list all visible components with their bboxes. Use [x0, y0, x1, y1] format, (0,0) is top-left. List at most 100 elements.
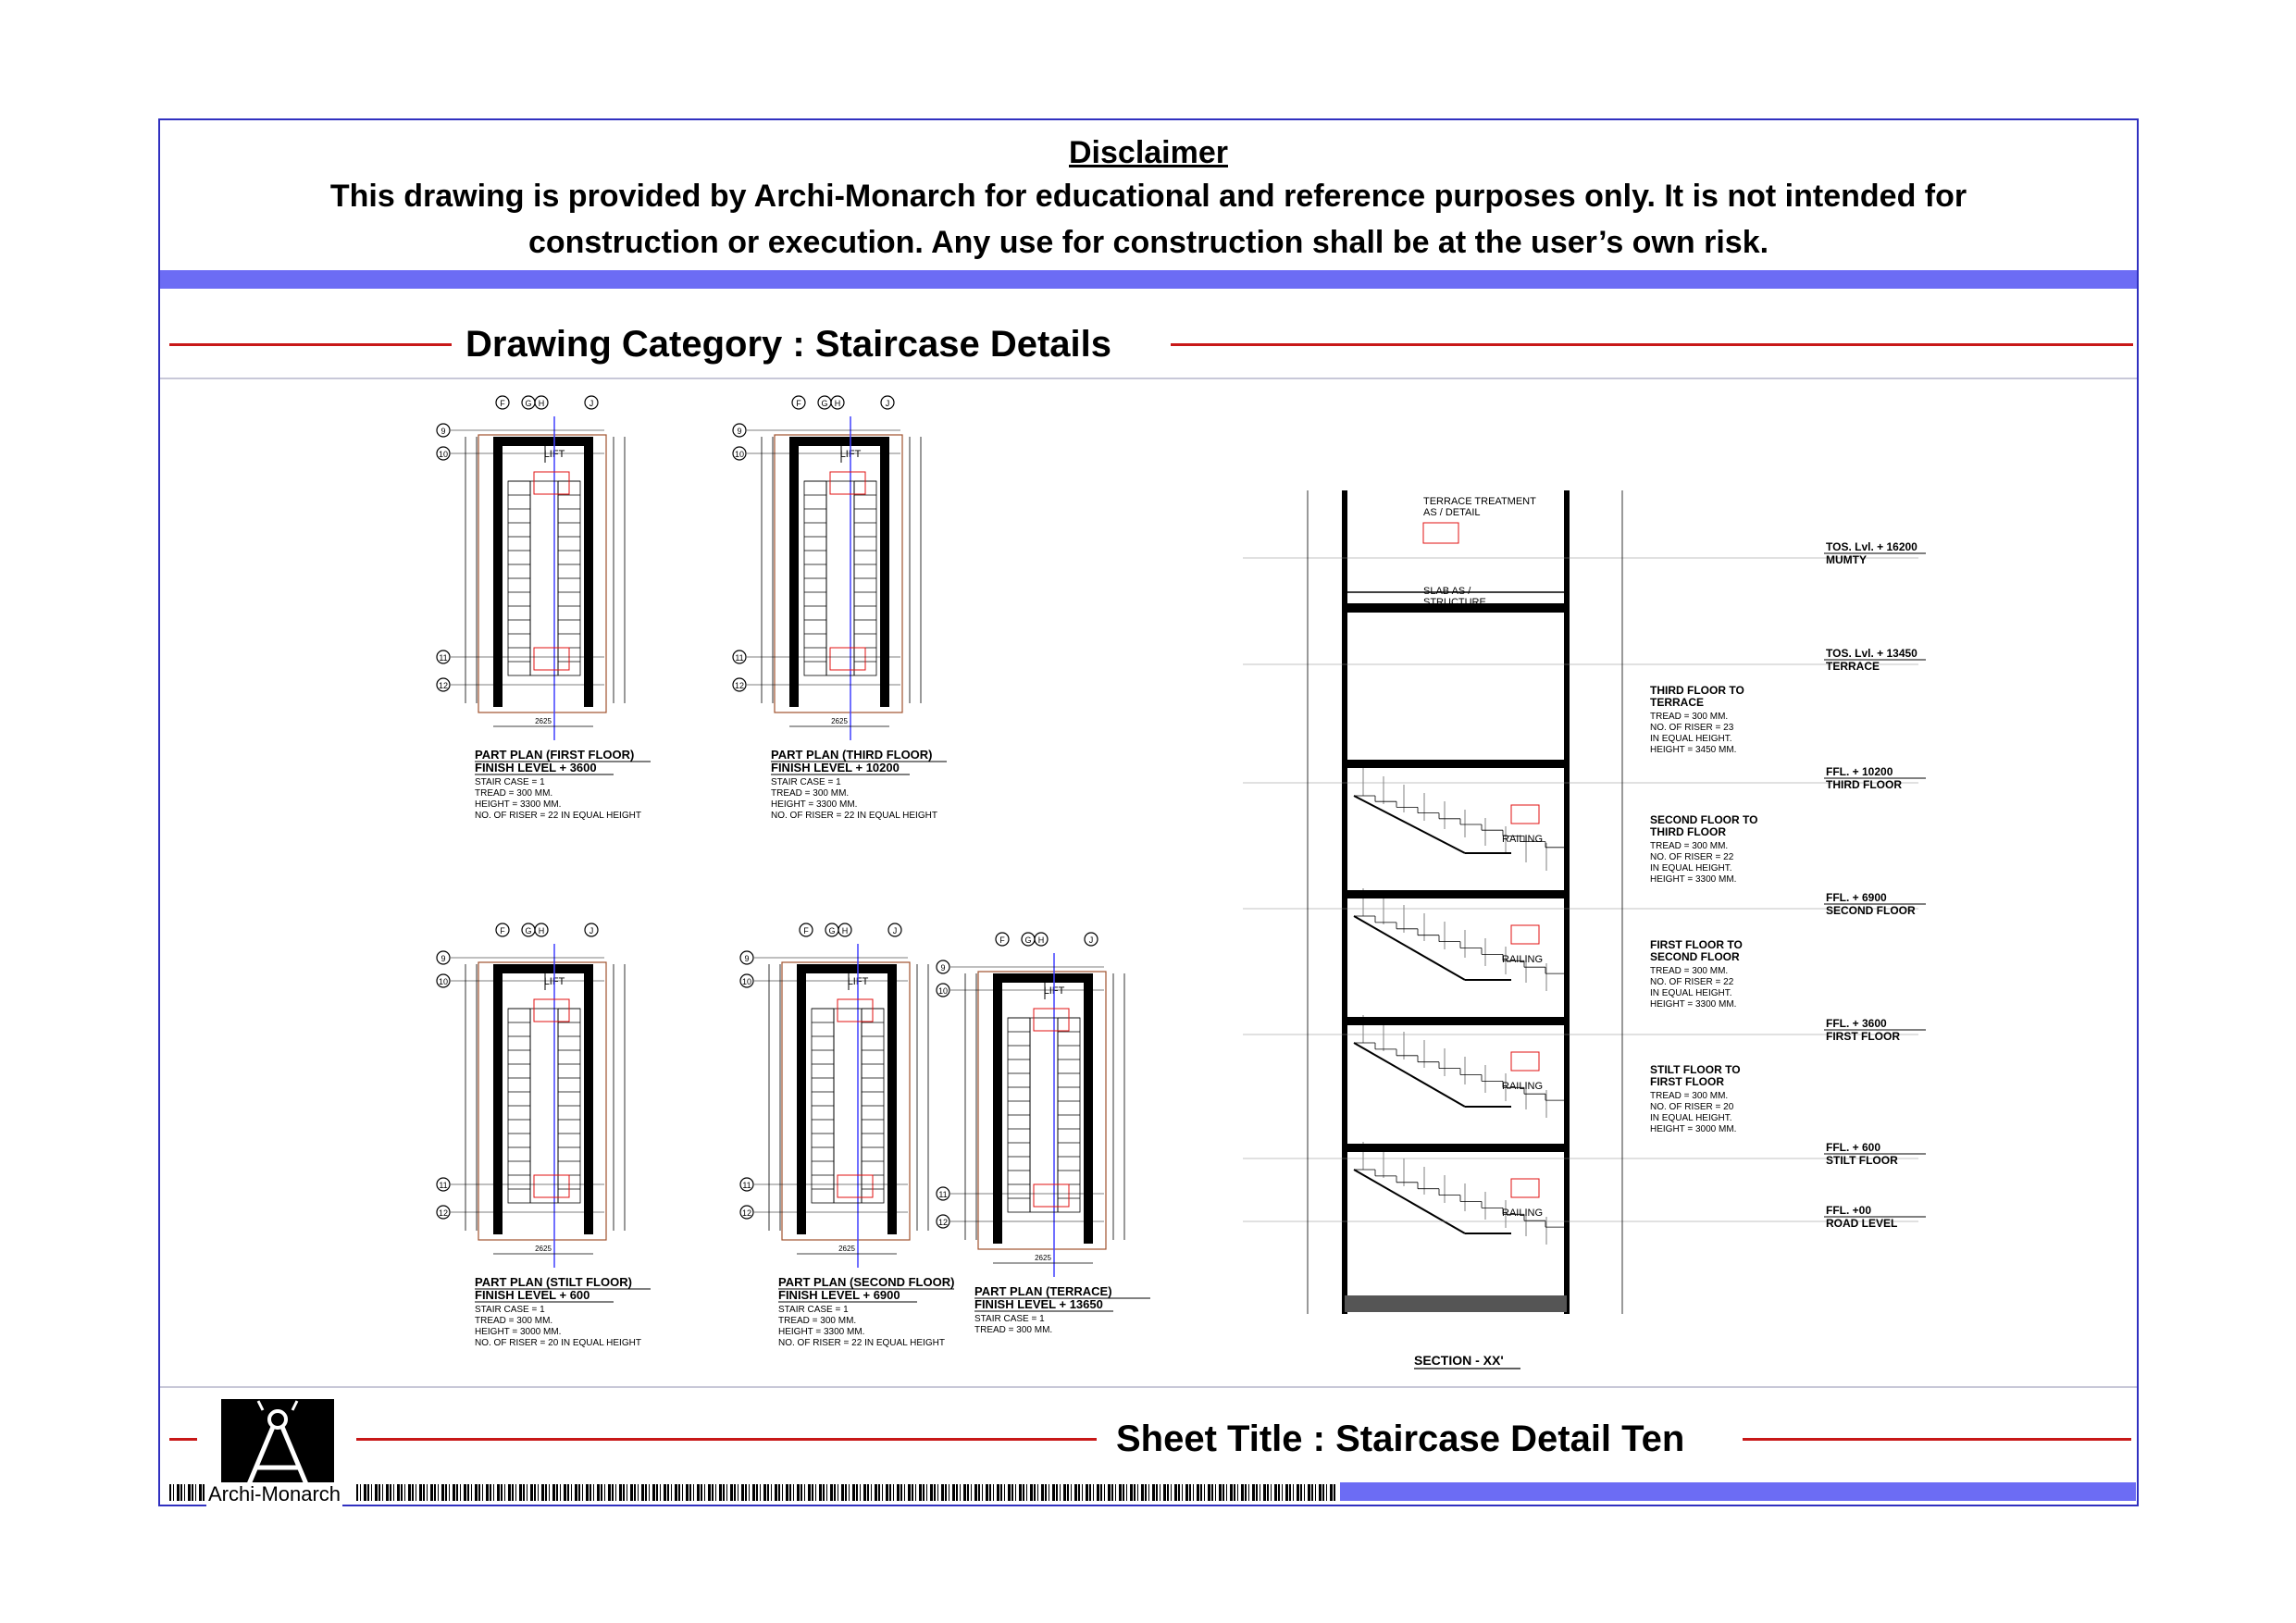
- grid-label: 12: [938, 1218, 948, 1227]
- disclaimer-line-1: This drawing is provided by Archi-Monarc…: [329, 179, 1967, 214]
- grid-bubble: [936, 983, 950, 997]
- grid-label: 9: [744, 954, 749, 963]
- grid-label: 9: [441, 427, 445, 436]
- plan-stair-case: STAIR CASE = 1: [475, 1305, 545, 1315]
- right-wall: [1084, 973, 1093, 1244]
- grid-label: F: [500, 926, 505, 935]
- plan-title: PART PLAN (STILT FLOOR): [475, 1275, 632, 1289]
- level-value: FFL. + 3600: [1826, 1017, 1887, 1030]
- plan-riser: NO. OF RISER = 22 IN EQUAL HEIGHT: [778, 1338, 945, 1348]
- category-title: Drawing Category : Staircase Details: [465, 324, 1112, 365]
- grid-bubble: [436, 423, 451, 438]
- grid-bubble: [830, 395, 845, 410]
- flight-tread: TREAD = 300 MM.: [1650, 1091, 1728, 1101]
- grid-label: H: [842, 926, 849, 935]
- grid-bubble: [436, 1177, 451, 1192]
- flight-title: THIRD FLOOR TO: [1650, 684, 1744, 697]
- grid-label: F: [999, 935, 1005, 945]
- width-dim: 2625: [831, 717, 848, 725]
- grid-bubble: [436, 950, 451, 965]
- grid-label: J: [893, 926, 898, 935]
- plan-riser: NO. OF RISER = 22 IN EQUAL HEIGHT: [475, 811, 641, 821]
- grid-label: 10: [735, 450, 744, 459]
- level-name: STILT FLOOR: [1826, 1154, 1898, 1167]
- stair-flight: [507, 480, 581, 676]
- flight-riser: NO. OF RISER = 23: [1650, 723, 1734, 733]
- plan-stair-case: STAIR CASE = 1: [974, 1314, 1045, 1324]
- stair-plan-4: FGHJLIFT91011122625PART PLAN (SECOND FLO…: [739, 923, 954, 1348]
- plan-height: HEIGHT = 3300 MM.: [771, 799, 857, 810]
- stair-flight: [811, 1008, 885, 1204]
- grid-label: G: [828, 926, 835, 935]
- stair-plan-5: FGHJLIFT91011122625PART PLAN (TERRACE)FI…: [936, 932, 1150, 1335]
- top-wall: [993, 973, 1093, 983]
- grid-label: G: [821, 399, 827, 408]
- level-tag: [1510, 804, 1540, 824]
- grid-label: 11: [439, 1181, 447, 1190]
- right-wall: [584, 437, 593, 707]
- category-rule-right: [1171, 343, 2133, 346]
- grid-bubble: [584, 923, 599, 937]
- footer-rule-right: [1743, 1438, 2131, 1441]
- level-value: FFL. + 600: [1826, 1141, 1880, 1154]
- grid-label: 12: [439, 1208, 448, 1218]
- barcode-strip: [356, 1484, 1337, 1501]
- level-value: TOS. Lvl. + 13450: [1826, 647, 1917, 660]
- grid-bubble: [739, 1205, 754, 1220]
- grid-label: H: [539, 399, 545, 408]
- flight-title: THIRD FLOOR: [1650, 825, 1726, 838]
- railing-label: RAILING: [1502, 834, 1543, 845]
- plan-riser: NO. OF RISER = 20 IN EQUAL HEIGHT: [475, 1338, 641, 1348]
- grid-bubble: [936, 1214, 950, 1229]
- plan-tread: TREAD = 300 MM.: [475, 788, 552, 799]
- disclaimer-line-2: construction or execution. Any use for c…: [527, 225, 1769, 260]
- flight-equal: IN EQUAL HEIGHT.: [1650, 734, 1732, 744]
- grid-bubble: [995, 932, 1010, 947]
- stair-boundary: [478, 434, 607, 713]
- level-tag: [837, 998, 874, 1022]
- grid-bubble: [739, 1177, 754, 1192]
- level-tag: [829, 471, 866, 495]
- footer-rule-left: [169, 1438, 197, 1441]
- footer: Archi-Monarch Sheet Title : Staircase De…: [160, 1388, 2137, 1506]
- level-name: TERRACE: [1826, 660, 1880, 673]
- category-rule-left: [169, 343, 452, 346]
- footer-divider: [160, 1386, 2137, 1388]
- grid-bubble: [936, 960, 950, 974]
- width-dim: 2625: [838, 1245, 855, 1253]
- brand-name: Archi-Monarch: [206, 1482, 343, 1506]
- grid-bubble: [436, 650, 451, 664]
- flight-tread: TREAD = 300 MM.: [1650, 841, 1728, 851]
- plan-stair-case: STAIR CASE = 1: [475, 777, 545, 787]
- top-wall: [789, 437, 889, 446]
- grid-label: 12: [742, 1208, 751, 1218]
- grid-label: 9: [940, 963, 945, 973]
- grid-label: J: [590, 399, 594, 408]
- grid-bubble: [436, 973, 451, 988]
- section-title: SECTION - XX': [1414, 1353, 1504, 1368]
- plan-title: PART PLAN (TERRACE): [974, 1284, 1112, 1298]
- level-tag: [1422, 522, 1459, 544]
- level-value: FFL. + 10200: [1826, 765, 1893, 778]
- right-wall: [880, 437, 889, 707]
- grid-bubble: [436, 446, 451, 461]
- disclaimer-heading: Disclaimer: [1069, 135, 1228, 170]
- level-name: ROAD LEVEL: [1826, 1217, 1897, 1230]
- level-tag: [533, 1174, 570, 1198]
- mumty-slab: [1345, 603, 1567, 613]
- grid-label: F: [803, 926, 809, 935]
- level-name: SECOND FLOOR: [1826, 904, 1916, 917]
- grid-label: 11: [439, 653, 447, 663]
- grid-label: 10: [938, 986, 948, 996]
- grid-label: G: [1024, 935, 1031, 945]
- plan-tread: TREAD = 300 MM.: [771, 788, 849, 799]
- right-wall: [584, 964, 593, 1234]
- archi-monarch-logo: [221, 1399, 334, 1492]
- plan-tread: TREAD = 300 MM.: [475, 1316, 552, 1326]
- category-header: Drawing Category : Staircase Details: [160, 315, 2137, 374]
- level-tag: [1033, 1183, 1070, 1208]
- grid-bubble: [838, 923, 852, 937]
- plan-level: FINISH LEVEL + 13650: [974, 1297, 1103, 1311]
